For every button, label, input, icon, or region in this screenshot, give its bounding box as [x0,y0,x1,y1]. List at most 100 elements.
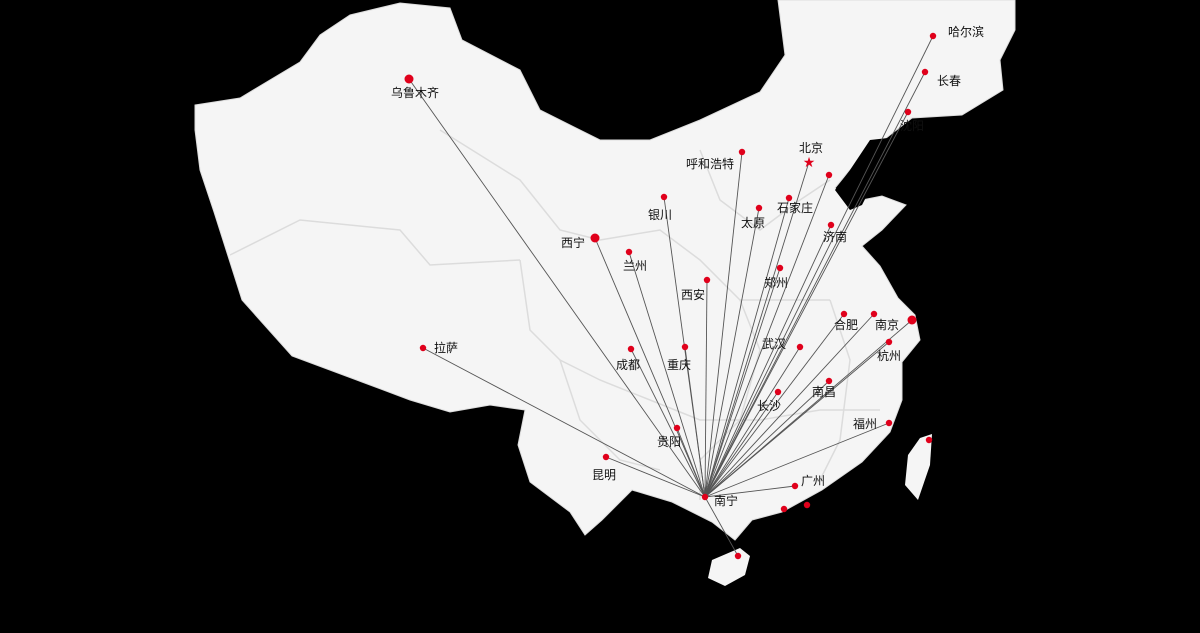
city-dot[interactable] [734,552,742,560]
city-dot[interactable] [803,501,811,509]
route-line [704,151,743,498]
mainland-shape [194,0,1016,541]
route-line [704,391,779,498]
city-label: 昆明 [592,468,616,482]
route-line [628,251,706,498]
city-label: 哈尔滨 [948,24,984,39]
city-label: 济南 [823,229,847,244]
city-dot[interactable] [925,436,933,444]
city-label: 银川 [648,208,672,222]
city-label: 郑州 [764,275,788,290]
city-dot[interactable] [870,310,878,318]
city-label: 兰州 [623,259,647,273]
city-label: 石家庄 [777,200,813,215]
city-label: 西安 [681,287,705,302]
city-label: 南宁 [714,493,738,508]
city-dot[interactable] [419,344,427,352]
route-line [704,197,790,498]
capital-star-icon[interactable]: ★ [803,155,816,171]
city-label: 贵阳 [657,435,681,449]
city-label: 武汉 [762,337,786,351]
route-line [704,319,913,498]
city-dot[interactable] [673,424,681,432]
route-line [422,347,706,498]
route-line [704,71,926,498]
city-dot[interactable] [825,171,833,179]
city-dot[interactable] [921,68,929,76]
route-line [594,237,706,498]
city-dot[interactable] [827,221,835,229]
route-line [704,313,845,498]
route-line [704,224,832,498]
route-line [704,267,781,498]
city-dot[interactable] [755,204,763,212]
route-line [704,313,875,498]
city-dot[interactable] [738,148,746,156]
city-dot[interactable] [885,338,893,346]
city-dot[interactable] [929,32,937,40]
city-label: 太原 [741,215,765,230]
city-dot[interactable] [660,193,668,201]
city-label: 重庆 [667,358,691,372]
city-dot[interactable] [907,315,917,325]
city-dot[interactable] [774,388,782,396]
city-label: 南京 [875,317,899,332]
route-lines [408,35,934,557]
taiwan-island [905,434,932,500]
bohai-sea [835,138,888,210]
city-label: 北京 [799,141,823,155]
hainan-island [708,548,750,586]
city-label: 合肥 [834,317,858,332]
city-dot[interactable] [780,505,788,513]
land [194,0,1016,586]
route-line [704,422,890,498]
city-label: 呼和浩特 [686,156,734,171]
route-line [605,456,706,498]
route-line [408,78,706,498]
route-line [704,380,830,498]
city-dot[interactable] [796,343,804,351]
city-dot[interactable] [785,194,793,202]
route-line [704,207,760,498]
route-line [704,496,739,557]
city-dot[interactable] [840,310,848,318]
route-line [630,348,706,498]
route-line [704,111,909,498]
city-dot[interactable] [602,453,610,461]
city-dot[interactable] [791,482,799,490]
city-label: 长沙 [757,399,781,413]
city-label: 沈阳 [900,118,924,133]
city-dot[interactable] [703,276,711,284]
province-borders [229,129,880,500]
city-label: 乌鲁木齐 [391,85,439,100]
city-label: 成都 [616,358,640,372]
route-line [704,346,801,498]
city-dot[interactable] [885,419,893,427]
city-dot[interactable] [627,345,635,353]
city-label: 广州 [801,474,825,488]
city-label: 南昌 [812,384,836,399]
route-line [676,427,706,498]
city-label: 杭州 [877,348,901,363]
city-dot[interactable] [904,108,912,116]
route-line [684,346,706,498]
city-dot[interactable] [776,264,784,272]
route-line [704,35,934,498]
city-label: 拉萨 [434,340,458,355]
city-label: 长春 [937,74,961,88]
city-dot[interactable] [701,493,709,501]
city-dot[interactable] [590,233,600,243]
city-dot[interactable] [625,248,633,256]
city-dot[interactable] [404,74,414,84]
route-line [704,161,810,498]
city-label: 西宁 [561,235,585,250]
city-dot[interactable] [825,377,833,385]
city-label: 福州 [853,416,877,431]
route-line [704,279,708,498]
route-line [704,485,796,498]
route-line [704,174,830,498]
city-dot[interactable] [681,343,689,351]
